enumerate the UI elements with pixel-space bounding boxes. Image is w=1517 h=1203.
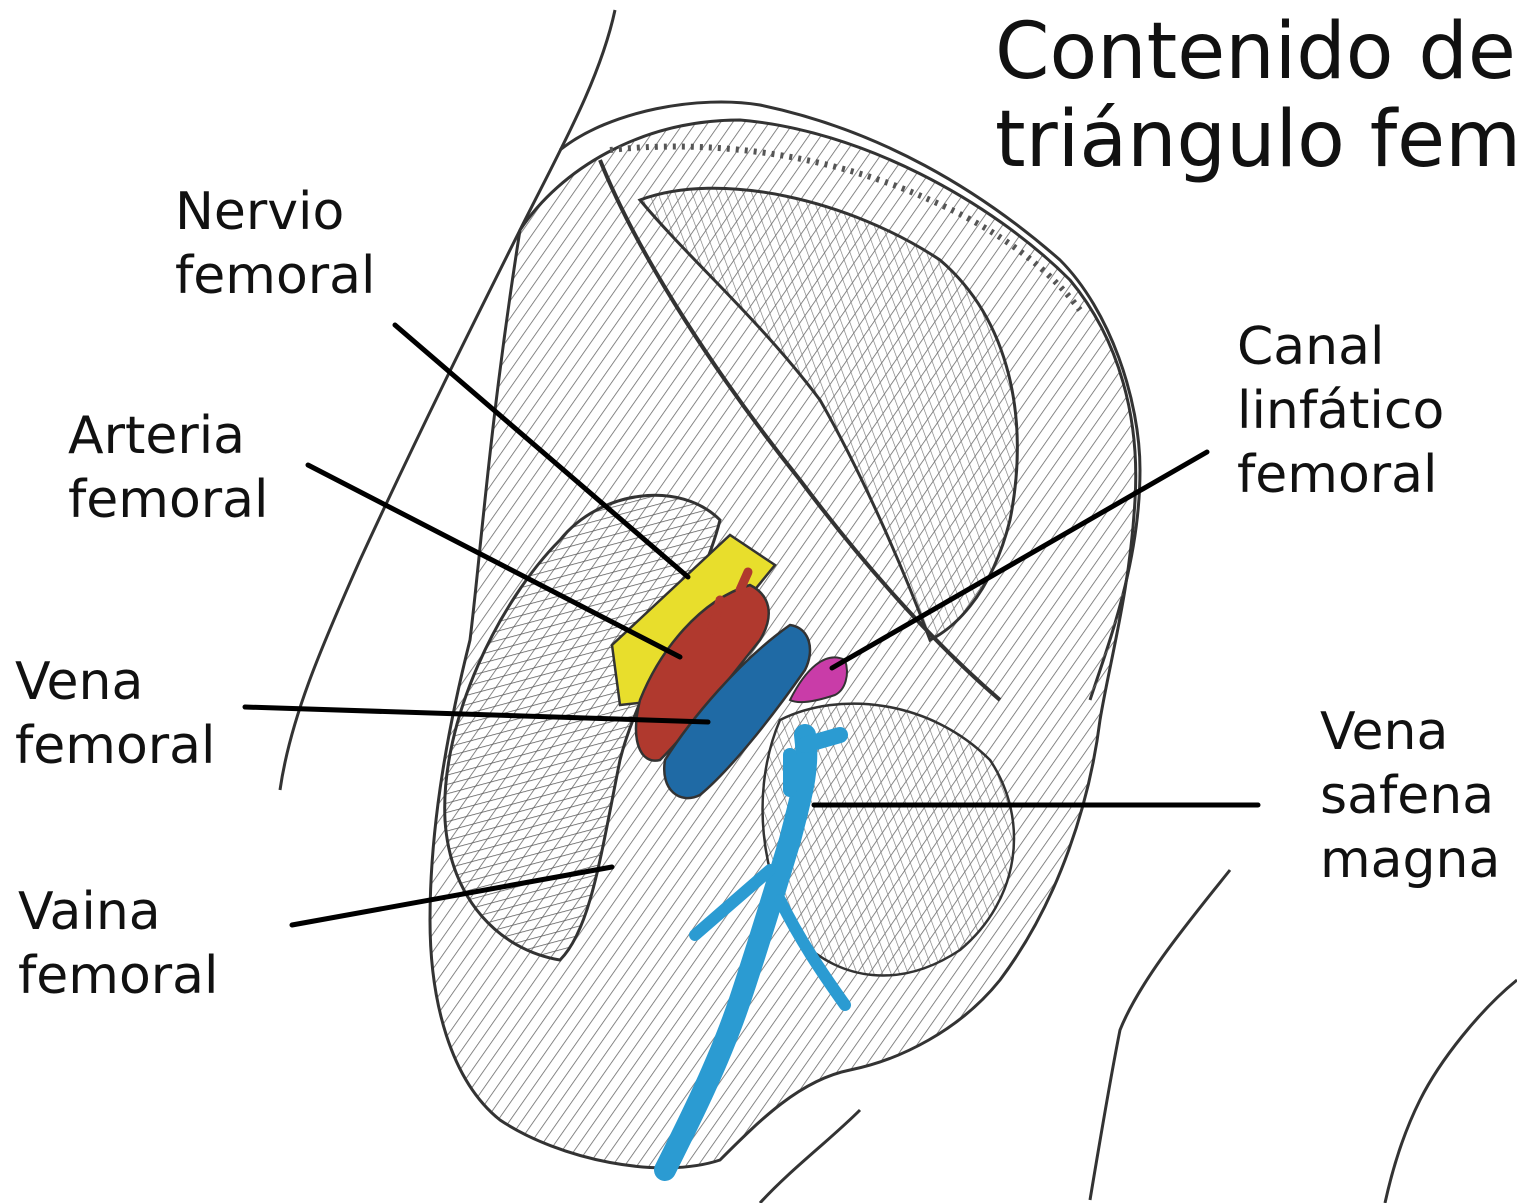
label-canal-line-3: femoral: [1237, 443, 1444, 507]
label-safena-line-3: magna: [1320, 828, 1500, 892]
label-arteria-line-2: femoral: [68, 468, 268, 532]
label-vena-safena: Vena safena magna: [1320, 700, 1500, 892]
label-vena-femoral: Vena femoral: [15, 650, 215, 778]
label-canal-linfatico: Canal linfático femoral: [1237, 315, 1444, 507]
label-canal-line-1: Canal: [1237, 315, 1444, 379]
title-line-2: triángulo femoral: [995, 96, 1517, 184]
label-nervio-line-1: Nervio: [175, 180, 375, 244]
label-arteria-femoral: Arteria femoral: [68, 404, 268, 532]
label-vena-line-2: femoral: [15, 714, 215, 778]
label-vaina-femoral: Vaina femoral: [18, 880, 218, 1008]
diagram-title: Contenido del triángulo femoral: [995, 8, 1517, 184]
label-canal-line-2: linfático: [1237, 379, 1444, 443]
label-safena-line-1: Vena: [1320, 700, 1500, 764]
label-vaina-line-2: femoral: [18, 944, 218, 1008]
label-safena-line-2: safena: [1320, 764, 1500, 828]
label-vaina-line-1: Vaina: [18, 880, 218, 944]
label-nervio-line-2: femoral: [175, 244, 375, 308]
label-arteria-line-1: Arteria: [68, 404, 268, 468]
label-nervio-femoral: Nervio femoral: [175, 180, 375, 308]
label-vena-line-1: Vena: [15, 650, 215, 714]
title-line-1: Contenido del: [995, 8, 1517, 96]
